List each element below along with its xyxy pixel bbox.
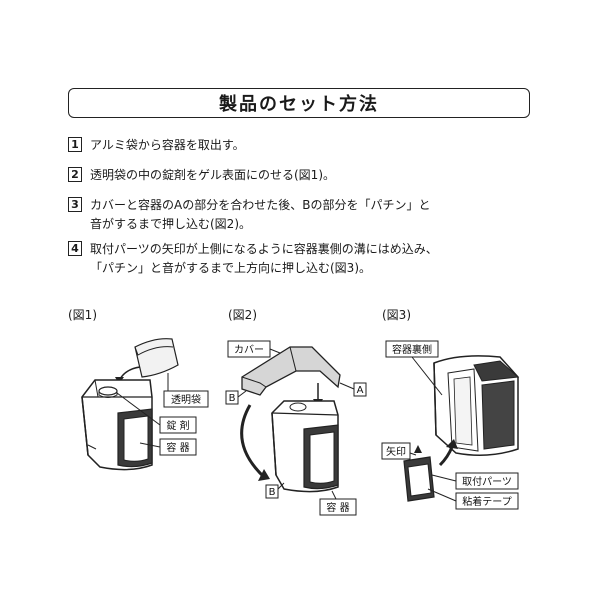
callout-box-container [159, 438, 197, 456]
step-number: 2 [68, 167, 82, 182]
callout-rear: 容器裏側 [392, 343, 432, 356]
step-text: アルミ袋から容器を取出す。 [90, 138, 245, 152]
callout-box-arrow-mark [381, 442, 411, 460]
callout-box-tablet [159, 416, 197, 434]
callout-b-bottom: B [269, 487, 276, 498]
callout-line-part [431, 474, 457, 482]
figure-3-illustration: 容器裏側 矢印 取付パーツ 粘着テープ [381, 340, 520, 510]
callout-pouch: 透明袋 [171, 393, 201, 406]
step-number: 3 [68, 197, 82, 212]
adhesive-tape [407, 463, 432, 497]
container-edge [94, 379, 99, 398]
container-rear-side [433, 362, 437, 436]
callout-tablet: 錠 剤 [166, 419, 189, 432]
container-side [271, 412, 277, 476]
pouch-seal [134, 346, 174, 356]
container-window [123, 415, 149, 462]
callout-box-b-top [225, 390, 239, 405]
curved-arrow-head [258, 469, 270, 481]
figure-1-illustration: 透明袋 錠 剤 容 器 [81, 338, 209, 471]
callout-line-arrow-mark [409, 452, 417, 456]
tablet-side [98, 391, 118, 398]
insert-arrow [438, 446, 454, 467]
callout-a: A [357, 385, 364, 396]
curved-arrow [240, 404, 266, 479]
callout-line-a [339, 382, 355, 390]
figure-2-label: (図2) [228, 308, 257, 322]
figure-2-illustration: カバー B A B 容 器 [225, 340, 367, 516]
callout-line-container [139, 442, 161, 448]
step-text: 透明袋の中の錠剤をゲル表面にのせる(図1)。 [90, 168, 335, 182]
step-number: 4 [68, 241, 82, 256]
step-text-line1: カバーと容器のAの部分を合わせた後、Bの部分を「パチン」と [90, 198, 431, 212]
callout-line-cover [269, 348, 281, 354]
callout-line-container [331, 490, 337, 500]
page-title: 製品のセット方法 [219, 94, 379, 115]
callout-tape: 粘着テープ [462, 495, 511, 508]
container-rear-groove-right [481, 380, 515, 450]
callout-box-pouch [163, 390, 209, 408]
step-text-line2: 「パチン」と音がするまで上方向に押し込む(図3)。 [90, 261, 372, 275]
container-rear-slot [453, 376, 473, 446]
step-text-line1: 取付パーツの矢印が上側になるように容器裏側の溝にはめ込み、 [90, 242, 438, 256]
callout-container: 容 器 [326, 501, 349, 514]
pouch-shape [134, 338, 179, 378]
cover-ridge [289, 346, 297, 372]
container-window [309, 431, 335, 484]
figure-1-label: (図1) [68, 308, 97, 322]
callout-part: 取付パーツ [462, 475, 512, 488]
step-number: 1 [68, 137, 82, 152]
callout-b-top: B [229, 393, 236, 404]
callout-line-b-bottom [277, 482, 285, 490]
container-top-panel [473, 360, 520, 382]
callout-line-tape [427, 488, 457, 502]
step-text-line2: 音がするまで押し込む(図2)。 [90, 217, 251, 231]
cover-shape [241, 346, 341, 396]
tablet [289, 402, 307, 412]
callout-arrow-mark: 矢印 [386, 445, 406, 458]
callout-box-container [319, 498, 357, 516]
callout-line-rear [411, 356, 443, 396]
callout-container: 容 器 [166, 441, 189, 454]
container-side [81, 396, 89, 456]
callout-cover: カバー [234, 344, 264, 356]
insert-arrow-head [446, 439, 458, 449]
part-arrow-mark [414, 445, 422, 453]
title-box: 製品のセット方法 [68, 88, 530, 118]
container-rim [271, 412, 339, 416]
tablet [98, 386, 118, 396]
callout-box-b-bottom [265, 484, 279, 499]
cover-edge [241, 376, 267, 388]
callout-line-tablet [116, 392, 161, 426]
figure-3-label: (図3) [382, 308, 411, 322]
callout-box-a [353, 382, 367, 397]
container-foot [87, 444, 97, 450]
callout-line-b-top [237, 390, 247, 398]
